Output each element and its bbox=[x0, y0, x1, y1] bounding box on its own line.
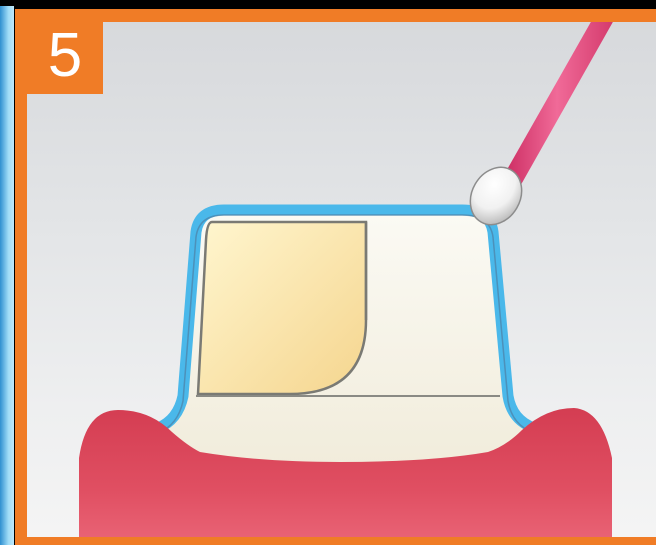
restoration-shape bbox=[198, 222, 366, 394]
applicator-icon bbox=[460, 20, 614, 234]
step-number: 5 bbox=[48, 25, 82, 87]
step-badge: 5 bbox=[27, 22, 103, 94]
